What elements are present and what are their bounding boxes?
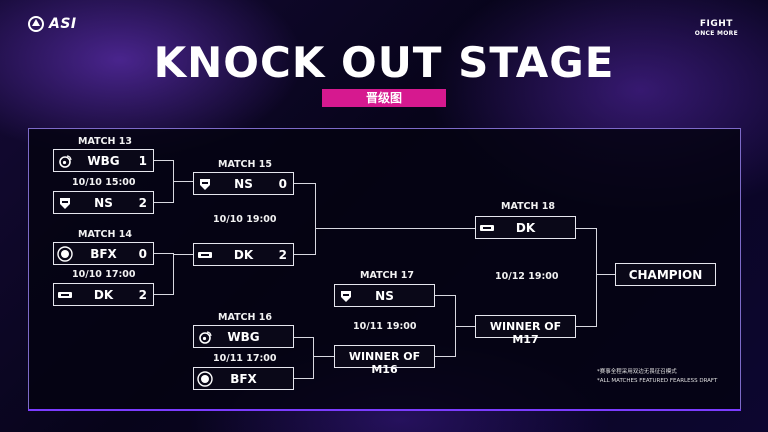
connector — [315, 183, 316, 255]
bottom-accent-bar — [28, 409, 741, 411]
page-subtitle: 晋级图 — [322, 89, 446, 107]
team-name: NS — [375, 289, 394, 303]
match-16-team2[interactable]: BFX — [193, 367, 294, 390]
dk-icon — [197, 247, 213, 263]
match-14-team2[interactable]: DK 2 — [53, 283, 154, 306]
match-17-team2[interactable]: WINNER OF M16 — [334, 345, 435, 376]
team-score: 2 — [278, 248, 287, 262]
match-13-team1[interactable]: WBG 1 — [53, 149, 154, 172]
team-score: 1 — [138, 154, 147, 168]
note-en: *ALL MATCHES FEATURED FEARLESS DRAFT — [597, 378, 718, 384]
slogan: FIGHT ONCE MORE — [695, 20, 738, 38]
match-16-team1[interactable]: WBG — [193, 325, 294, 348]
connector — [455, 326, 475, 327]
match-16-time: 10/11 17:00 — [213, 353, 277, 364]
match-18-time: 10/12 19:00 — [495, 271, 559, 282]
match-15-team2[interactable]: DK 2 — [193, 243, 294, 266]
champion-label: CHAMPION — [628, 268, 703, 282]
team-score: 0 — [278, 177, 287, 191]
connector — [173, 181, 193, 182]
bfx-crest-icon — [57, 246, 73, 262]
match-14-team1[interactable]: BFX 0 — [53, 242, 154, 265]
dk-icon — [479, 220, 495, 236]
connector — [293, 254, 315, 255]
connector — [153, 294, 173, 295]
connector — [153, 253, 173, 254]
team-name: WBG — [227, 330, 260, 344]
dk-icon — [57, 287, 73, 303]
weibo-icon — [57, 153, 73, 169]
team-score: 2 — [138, 288, 147, 302]
match-13-label: MATCH 13 — [78, 136, 132, 147]
connector — [596, 274, 633, 275]
team-name: WBG — [87, 154, 120, 168]
ns-shield-icon — [57, 195, 73, 211]
bfx-crest-icon — [197, 371, 213, 387]
match-17-time: 10/11 19:00 — [353, 321, 417, 332]
asi-logo: ASI — [28, 16, 77, 32]
connector — [293, 183, 315, 184]
note-cn: *赛事全程采用双边无畏征召模式 — [597, 369, 677, 375]
team-name: NS — [94, 196, 113, 210]
connector — [435, 356, 455, 357]
ns-shield-icon — [338, 288, 354, 304]
connector — [315, 228, 475, 229]
match-13-team2[interactable]: NS 2 — [53, 191, 154, 214]
connector — [575, 228, 596, 229]
logo-text: ASI — [49, 16, 77, 32]
team-name: WINNER OF M17 — [489, 320, 562, 346]
match-18-team1[interactable]: DK — [475, 216, 576, 239]
team-name: BFX — [90, 247, 117, 261]
connector — [435, 295, 455, 296]
match-18-label: MATCH 18 — [501, 201, 555, 212]
team-name: BFX — [230, 372, 257, 386]
team-score: 0 — [138, 247, 147, 261]
match-13-time: 10/10 15:00 — [72, 177, 136, 188]
page-title: KNOCK OUT STAGE — [153, 38, 615, 87]
match-15-time: 10/10 19:00 — [213, 214, 277, 225]
match-17-team1[interactable]: NS — [334, 284, 435, 307]
connector — [153, 160, 173, 161]
ns-shield-icon — [197, 176, 213, 192]
connector — [313, 337, 314, 379]
weibo-icon — [197, 329, 213, 345]
connector — [153, 202, 173, 203]
slogan-line2: ONCE MORE — [694, 30, 738, 37]
team-name: DK — [93, 288, 114, 302]
match-15-team1[interactable]: NS 0 — [193, 172, 294, 195]
team-name: NS — [234, 177, 253, 191]
match-15-label: MATCH 15 — [218, 159, 272, 170]
match-17-label: MATCH 17 — [360, 270, 414, 281]
match-14-label: MATCH 14 — [78, 229, 132, 240]
team-name: WINNER OF M16 — [348, 350, 421, 376]
team-score: 2 — [138, 196, 147, 210]
connector — [596, 228, 597, 327]
connector — [575, 326, 596, 327]
asi-emblem-icon — [28, 16, 44, 32]
connector — [293, 378, 313, 379]
team-name: DK — [515, 221, 536, 235]
connector — [313, 356, 334, 357]
connector — [173, 253, 174, 295]
connector — [173, 254, 193, 255]
match-18-team2[interactable]: WINNER OF M17 — [475, 315, 576, 346]
champion-box[interactable]: CHAMPION — [615, 263, 716, 286]
connector — [293, 337, 313, 338]
match-14-time: 10/10 17:00 — [72, 269, 136, 280]
match-16-label: MATCH 16 — [218, 312, 272, 323]
slogan-line1: FIGHT — [699, 19, 733, 29]
team-name: DK — [233, 248, 254, 262]
